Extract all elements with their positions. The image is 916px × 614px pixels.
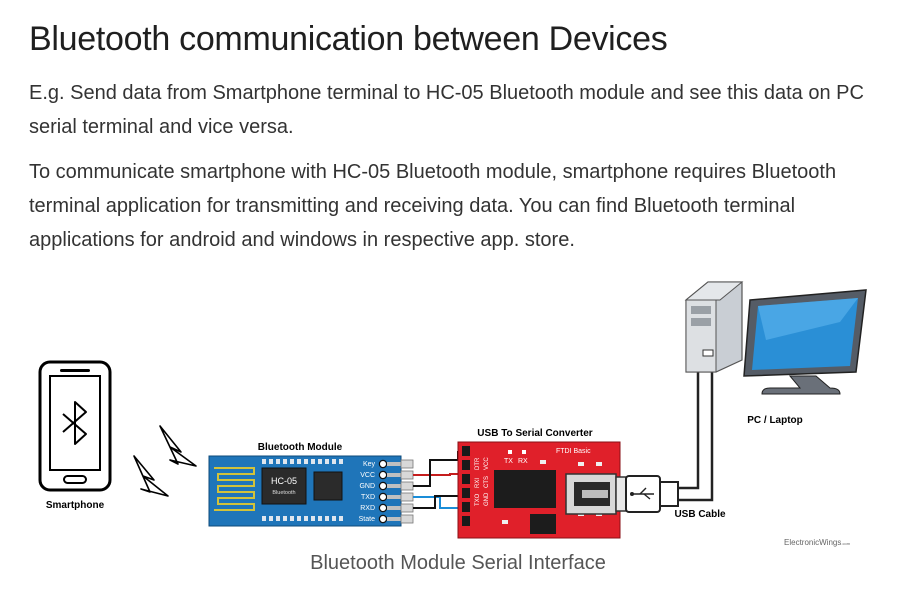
ftdi-pin-txo: TXO (475, 493, 481, 506)
hc05-module: HC-05 Bluetooth Key VCC GND TXD RXD Stat… (208, 455, 402, 527)
pin-label-key: Key (363, 461, 376, 468)
bt-module-label: Bluetooth Module (258, 442, 343, 453)
ftdi-pin-dtr: DTR (475, 457, 481, 470)
pin-label-gnd: GND (359, 483, 375, 490)
ftdi-pin-vcc: VCC (484, 457, 490, 470)
page-title: Bluetooth communication between Devices (29, 20, 668, 58)
monitor-icon (743, 289, 867, 395)
usb-cable-label: USB Cable (674, 509, 726, 520)
ftdi-pin-gnd: GND (484, 492, 490, 506)
pc-tower-icon (684, 281, 744, 373)
usb-converter-label: USB To Serial Converter (477, 428, 593, 439)
usb-plug-icon (615, 475, 679, 513)
wireless-signal-icon (133, 425, 197, 497)
watermark-logo: ElectronicWings.com (784, 538, 851, 547)
smartphone-icon (38, 360, 112, 492)
figure-caption: Bluetooth Module Serial Interface (310, 552, 606, 574)
tx-led-label: TX (504, 458, 513, 465)
pin-label-txd: TXD (361, 494, 375, 501)
pin-label-state: State (359, 516, 375, 523)
jumper-wires (400, 451, 466, 524)
description-paragraph: To communicate smartphone with HC-05 Blu… (29, 161, 837, 251)
pin-label-vcc: VCC (360, 472, 375, 479)
pc-label: PC / Laptop (747, 415, 803, 426)
bluetooth-symbol-icon (62, 401, 87, 445)
ftdi-pin-cts: CTS (484, 476, 490, 488)
pin-label-rxd: RXD (360, 505, 375, 512)
ftdi-basic-label: FTDI Basic (556, 448, 591, 455)
ftdi-pin-rxi: RXI (475, 478, 481, 488)
ftdi-board: DTR RXI TXO VCC CTS GND TX RX FTDI Basic (457, 441, 621, 539)
hc05-chip-label: HC-05 (271, 476, 297, 486)
smartphone-label: Smartphone (46, 500, 105, 511)
rx-led-label: RX (518, 458, 528, 465)
hc05-chip-sublabel: Bluetooth (272, 490, 295, 496)
intro-paragraph: E.g. Send data from Smartphone terminal … (29, 82, 864, 138)
bluetooth-interface-diagram: Smartphone Bluetooth Module HC-0 (38, 281, 867, 547)
